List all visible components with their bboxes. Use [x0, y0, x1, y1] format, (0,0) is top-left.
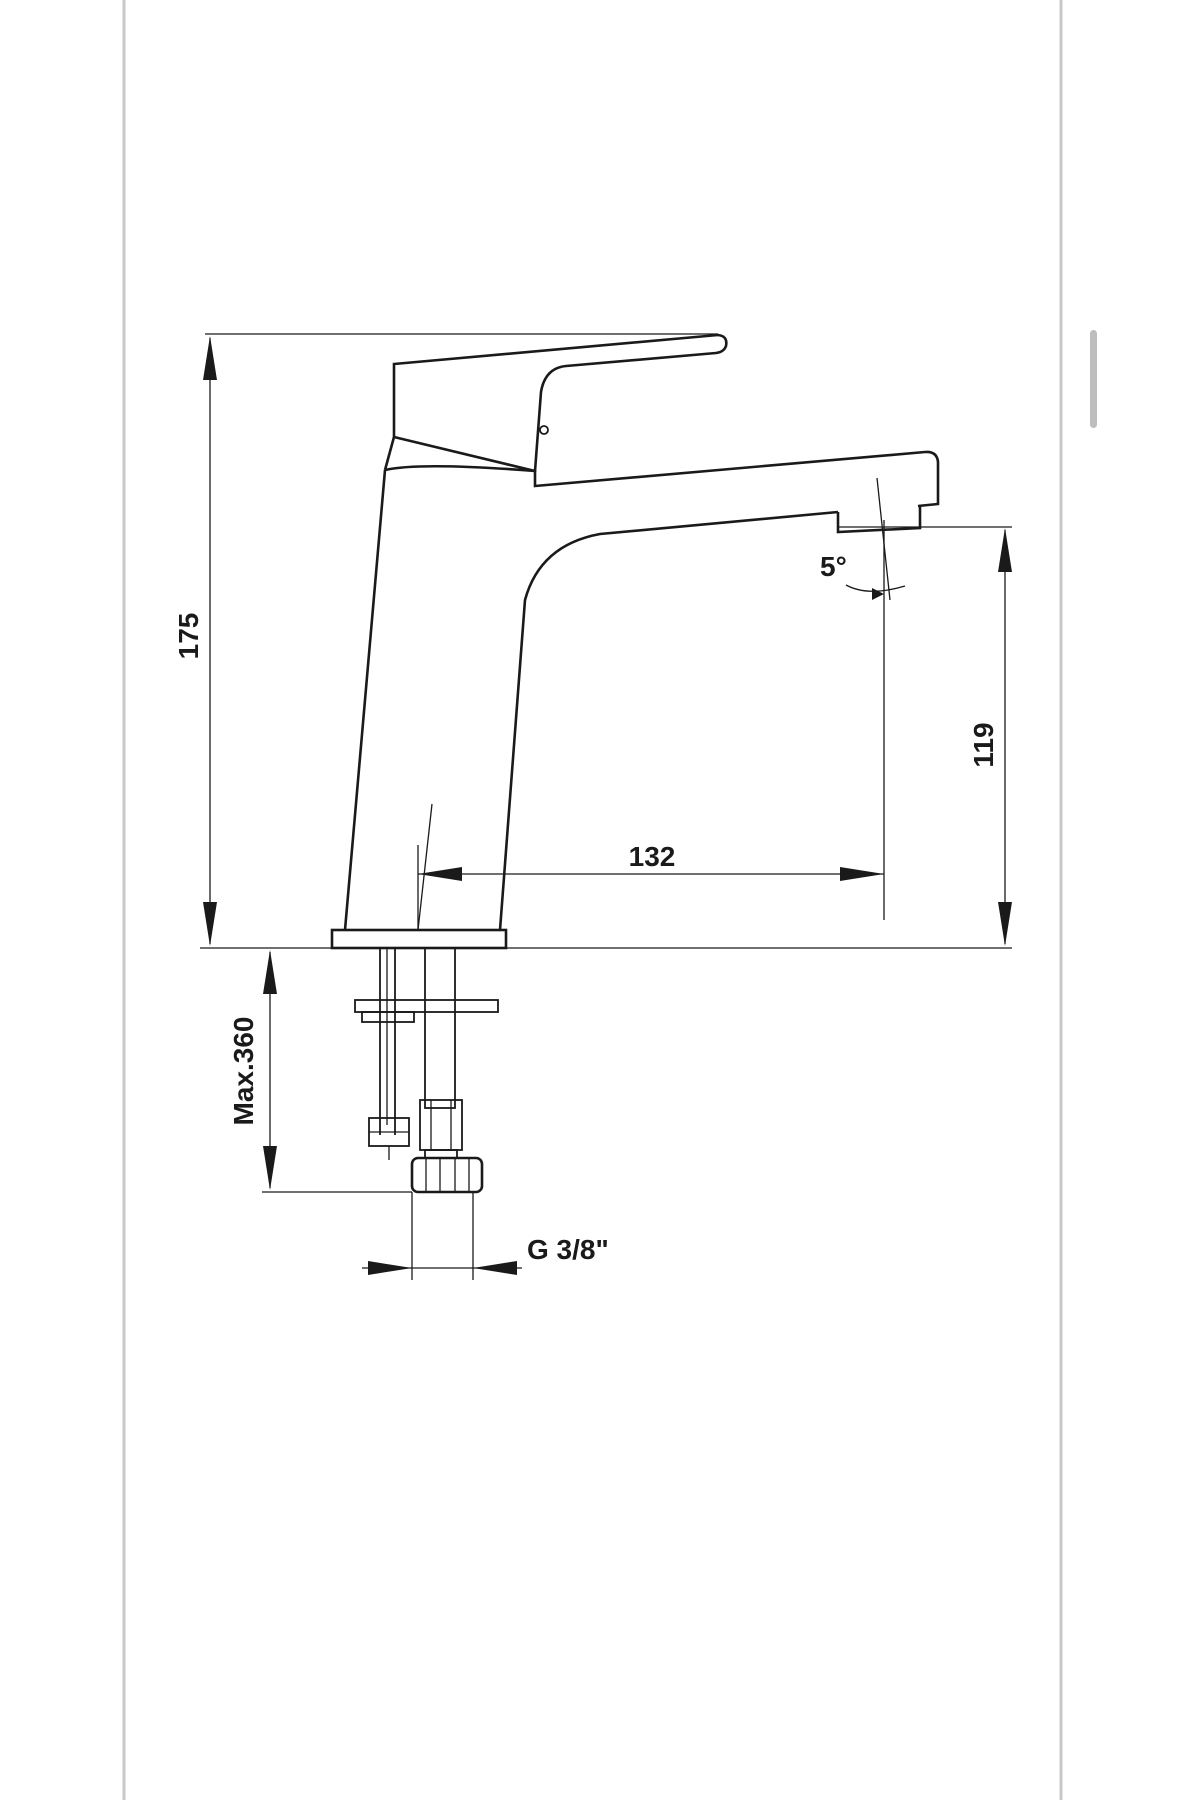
body-right-edge	[498, 510, 839, 931]
dim-label-g38: G 3/8"	[527, 1234, 609, 1265]
arrow	[263, 950, 277, 994]
body-axis	[417, 803, 433, 931]
handle-collar	[383, 436, 396, 471]
spout-top-edge	[384, 450, 940, 508]
angle-arc	[845, 584, 906, 592]
arrow	[203, 336, 217, 380]
aerator	[836, 506, 922, 534]
dim-label-175: 175	[173, 613, 204, 660]
mounting-hardware	[354, 947, 499, 1194]
scrollbar-thumb[interactable]	[1090, 330, 1097, 428]
bracket-bottom	[361, 1011, 415, 1023]
arrow	[203, 902, 217, 946]
arrow	[368, 1261, 412, 1275]
arrow	[263, 1146, 277, 1190]
braided-hose	[424, 947, 456, 1109]
dimension-lines	[200, 333, 1012, 1280]
stream-tilt-axis	[876, 477, 891, 601]
faucet-handle	[392, 333, 728, 473]
bracket-top	[354, 999, 499, 1013]
dim-label-132: 132	[629, 841, 676, 872]
dim-label-max360: Max.360	[228, 1017, 259, 1126]
dim-label-119: 119	[968, 722, 999, 767]
body-left-edge	[343, 469, 387, 931]
arrow	[418, 867, 462, 881]
hex-nut	[410, 1156, 484, 1194]
base-plate	[330, 928, 508, 950]
arrow	[840, 867, 884, 881]
arrow	[473, 1261, 517, 1275]
handle-screw	[539, 425, 549, 435]
arrow	[998, 528, 1012, 572]
dim-label-angle: 5°	[820, 551, 847, 582]
arrow	[998, 902, 1012, 946]
faucet-outline	[330, 333, 940, 950]
